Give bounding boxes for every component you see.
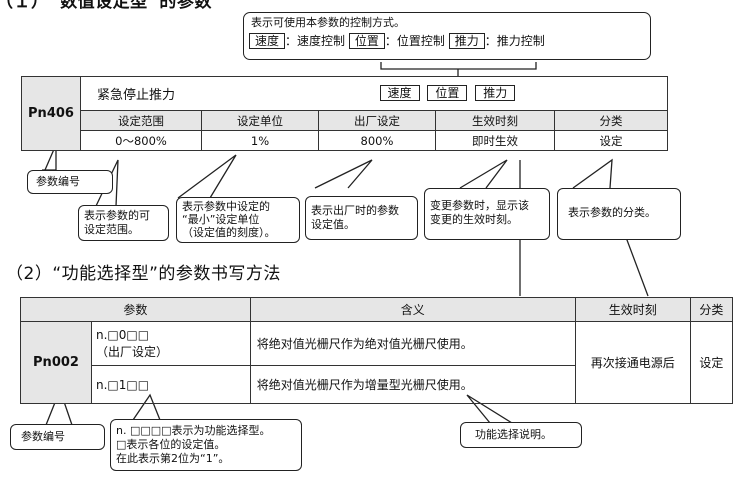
function-select-callout: n. □□□□表示为功能选择型。 □表示各位的设定值。 在此表示第2位为“1”。: [110, 419, 302, 471]
value-unit: 1%: [201, 130, 319, 151]
header-category: 分类: [554, 110, 668, 131]
param-number-callout: 参数编号: [27, 170, 113, 194]
mode-speed: 速度: [379, 84, 420, 101]
range-callout-line1: 表示参数的可: [84, 209, 150, 222]
header-param: 参数: [20, 297, 251, 322]
position-desc: ：位置控制: [384, 34, 445, 48]
param-name: 紧急停止推力: [97, 88, 176, 103]
header-effective: 生效时刻: [435, 110, 555, 131]
range-callout: 表示参数的可 设定范围。: [78, 205, 169, 241]
value-range: 0～800%: [80, 130, 202, 151]
speed-desc: ：速度控制: [285, 34, 346, 48]
category-cell2: 设定: [689, 321, 734, 404]
unit-callout-line3: （设定值的刻度）。: [182, 226, 276, 239]
unit-callout-line1: 表示参数中设定的: [182, 200, 270, 213]
header-unit: 设定单位: [201, 110, 319, 131]
param-number-cell: Pn406: [21, 76, 81, 151]
function-note-line2: □表示各位的设定值。: [116, 438, 226, 451]
force-desc: ：推力控制: [484, 34, 545, 48]
effective-callout-line2: 变更的生效时刻。: [430, 213, 518, 226]
range-callout-line2: 设定范围。: [84, 223, 139, 236]
row1-code: n.□0□□: [96, 327, 150, 342]
effective-callout: 变更参数时，显示该 变更的生效时刻。: [424, 188, 550, 240]
header-range: 设定范围: [80, 110, 202, 131]
tag-speed: 速度: [249, 33, 286, 49]
value-category: 设定: [554, 130, 668, 151]
tag-position: 位置: [348, 33, 385, 49]
section2-title: （2）“功能选择型”的参数书写方法: [6, 264, 281, 284]
param-number-callout2: 参数编号: [10, 424, 105, 450]
pn406-table: Pn406 紧急停止推力 速度 位置 推力 设定范围 设定单位 出厂设定 生效时…: [21, 76, 668, 151]
control-method-callout: 表示可使用本参数的控制方式。 速度：速度控制 位置：位置控制 推力：推力控制: [243, 12, 651, 60]
header-default: 出厂设定: [318, 110, 436, 131]
header-effective2: 生效时刻: [574, 297, 691, 322]
default-callout-line1: 表示出厂时的参数: [311, 204, 399, 217]
function-note-line1: n. □□□□表示为功能选择型。: [116, 424, 271, 437]
pn002-table: 参数 含义 生效时刻 分类 Pn002 n.□0□□ （出厂设定） 将绝对值光栅…: [20, 297, 734, 404]
function-note-line3: 在此表示第2位为“1”。: [116, 452, 230, 465]
default-callout: 表示出厂时的参数 设定值。: [305, 196, 418, 240]
effective-cell2: 再次接通电源后: [574, 321, 691, 404]
header-meaning: 含义: [249, 297, 576, 322]
mode-force: 推力: [475, 84, 516, 101]
unit-callout-line2: “最小”设定单位: [182, 213, 260, 226]
control-method-desc: 表示可使用本参数的控制方式。: [251, 16, 405, 29]
top-heading: （１）“数值设定型”的参数: [0, 0, 212, 12]
function-desc-callout: 功能选择说明。: [460, 422, 582, 448]
tag-force: 推力: [448, 33, 485, 49]
param-number-cell2: Pn002: [20, 321, 92, 404]
default-callout-line2: 设定值。: [311, 218, 355, 231]
value-effective: 即时生效: [435, 130, 555, 151]
row1-code-note: （出厂设定）: [96, 344, 169, 359]
row2-code: n.□1□□: [91, 365, 251, 404]
mode-position: 位置: [427, 84, 468, 101]
header-category2: 分类: [689, 297, 734, 322]
category-callout: 表示参数的分类。: [557, 188, 681, 240]
effective-callout-line1: 变更参数时，显示该: [430, 199, 529, 212]
row2-meaning: 将绝对值光栅尺作为增量型光栅尺使用。: [249, 365, 576, 404]
row1-meaning: 将绝对值光栅尺作为绝对值光栅尺使用。: [249, 321, 576, 366]
value-default: 800%: [318, 130, 436, 151]
unit-callout: 表示参数中设定的 “最小”设定单位 （设定值的刻度）。: [176, 197, 300, 243]
